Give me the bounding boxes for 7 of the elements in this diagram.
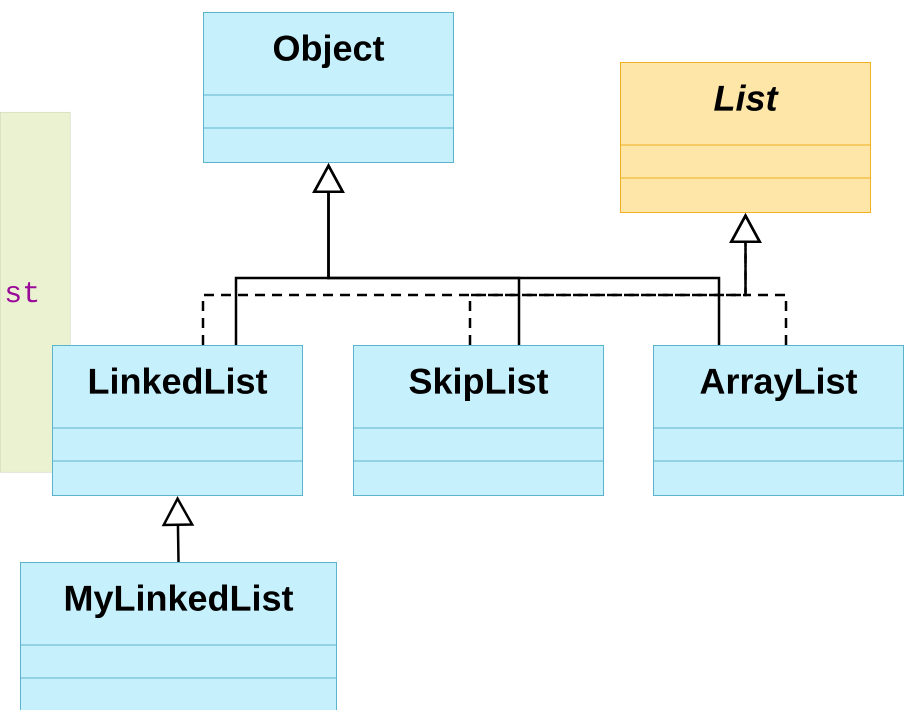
class-box: ArrayList — [652, 345, 904, 496]
class-box: Object — [202, 12, 454, 163]
class-box: MyLinkedList — [20, 562, 337, 710]
note-box: st — [0, 112, 70, 472]
class-box: LinkedList — [52, 345, 303, 496]
class-box: List — [620, 62, 871, 213]
class-box: SkipList — [352, 345, 604, 496]
